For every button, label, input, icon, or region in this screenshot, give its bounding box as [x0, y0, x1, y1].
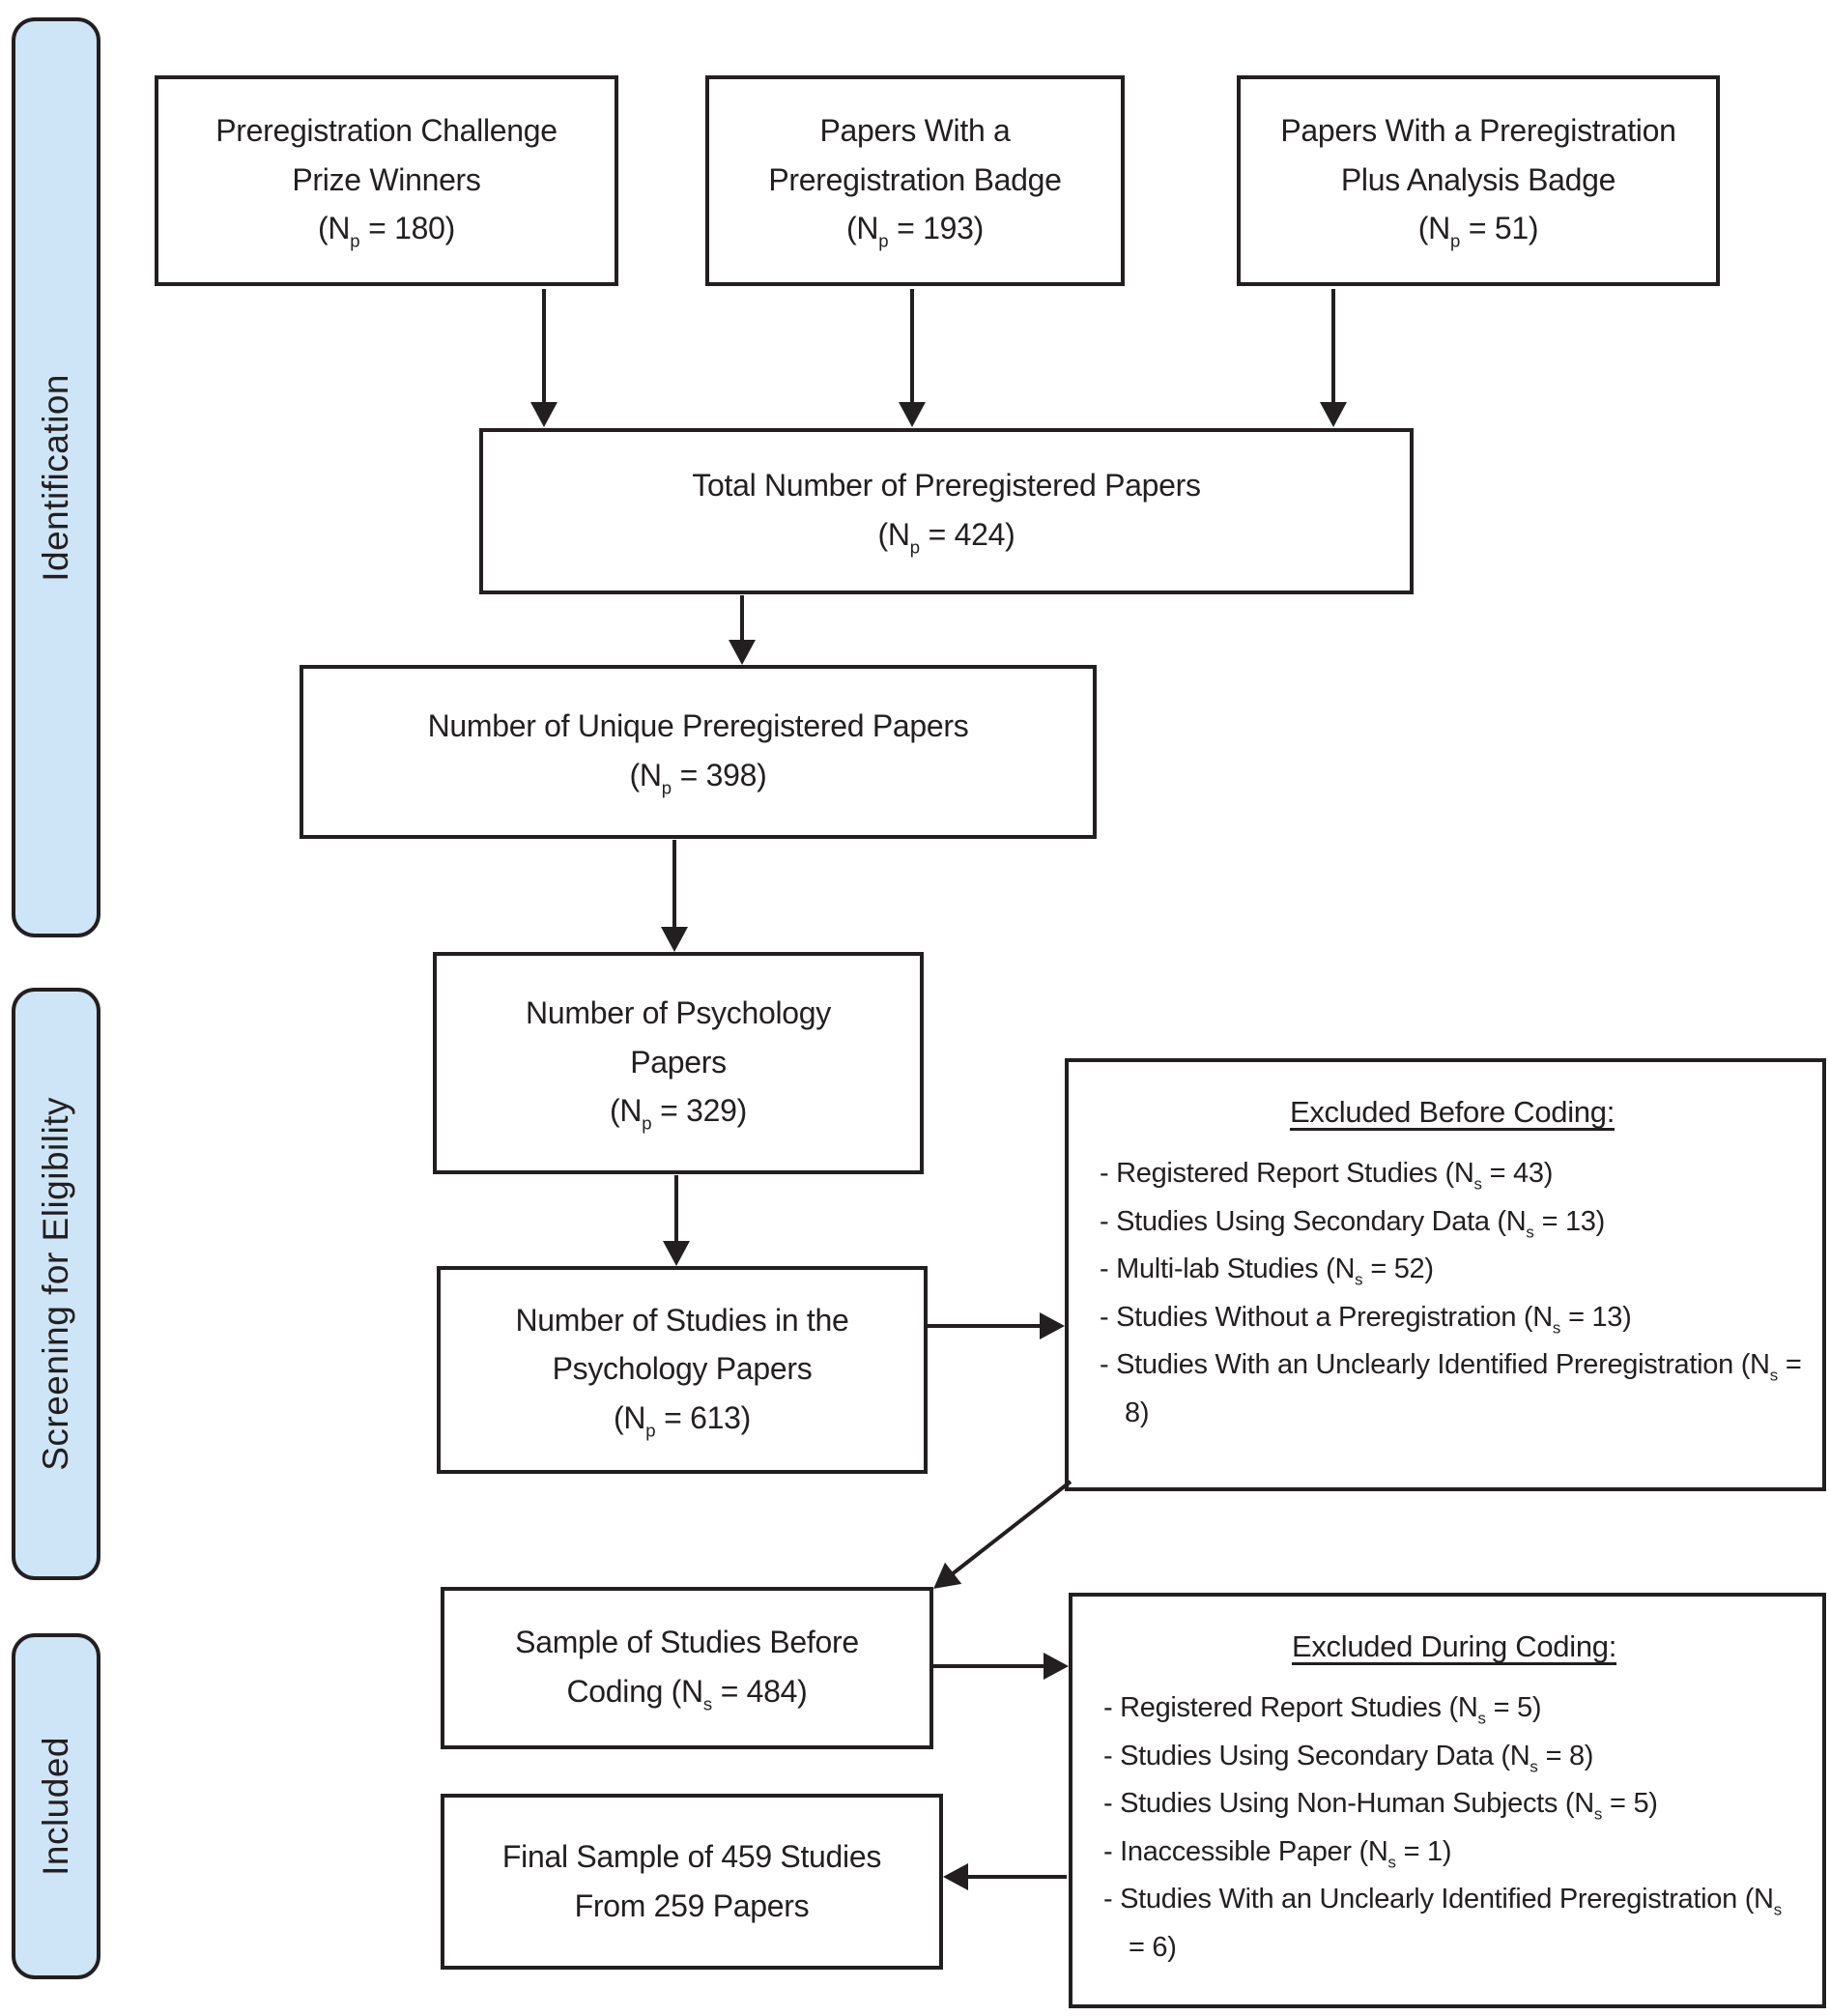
box-prize-winners: Preregistration Challenge Prize Winners …	[155, 75, 618, 286]
box-psychology-papers: Number of Psychology Papers (Np = 329)	[433, 952, 924, 1174]
excluded-item: - Studies Using Secondary Data (Ns = 8)	[1103, 1740, 1594, 1776]
arrow-total-to-unique	[729, 595, 756, 665]
arrow-badge-to-total	[899, 289, 926, 427]
arrow-prize-to-total	[530, 289, 558, 427]
excluded-item: - Studies Without a Preregistration (Ns …	[1100, 1301, 1632, 1338]
excluded-item: - Registered Report Studies (Ns = 43)	[1100, 1158, 1554, 1195]
excluded-item: - Studies With an Unclearly Identified P…	[1103, 1884, 1783, 1963]
arrow-sample-to-excluded-during	[931, 1653, 1069, 1680]
n-line: (Np = 193)	[846, 211, 984, 251]
box-line: Papers	[630, 1044, 727, 1080]
box-total-papers: Total Number of Preregistered Papers (Np…	[479, 428, 1414, 594]
n-line: (Np = 329)	[610, 1093, 747, 1134]
box-line: Sample of Studies Before	[515, 1625, 859, 1660]
excluded-item: - Studies With an Unclearly Identified P…	[1100, 1349, 1802, 1428]
arrow-psychology-to-studies	[663, 1175, 690, 1266]
box-excluded-before: Excluded Before Coding: - Registered Rep…	[1065, 1058, 1826, 1491]
excluded-before-title: Excluded Before Coding:	[1289, 1095, 1616, 1129]
stage-pill-included: Included	[12, 1633, 100, 1979]
box-line: Number of Studies in the	[515, 1302, 849, 1338]
box-line: Papers With a	[819, 113, 1011, 149]
box-line: From 259 Papers	[574, 1888, 810, 1923]
box-excluded-during: Excluded During Coding: - Registered Rep…	[1069, 1593, 1826, 2008]
n-line: (Np = 180)	[318, 211, 455, 251]
box-line: Preregistration Challenge	[215, 113, 558, 149]
arrow-studies-to-excluded-before	[926, 1312, 1065, 1339]
box-line: Preregistration Badge	[768, 161, 1062, 197]
box-final-sample: Final Sample of 459 Studies From 259 Pap…	[441, 1794, 943, 1970]
arrow-unique-to-psychology	[661, 840, 688, 952]
box-sample-before-coding: Sample of Studies Before Coding (Ns = 48…	[441, 1587, 933, 1749]
arrow-excluded-before-to-sample	[925, 1480, 1072, 1599]
box-line: Final Sample of 459 Studies	[501, 1839, 882, 1875]
box-studies-count: Number of Studies in the Psychology Pape…	[437, 1266, 928, 1474]
box-line: Prize Winners	[292, 161, 481, 197]
box-line: Number of Unique Preregistered Papers	[427, 708, 969, 744]
box-line: Papers With a Preregistration	[1280, 113, 1676, 149]
n-line: (Np = 398)	[629, 757, 767, 798]
box-analysis-badge: Papers With a Preregistration Plus Analy…	[1237, 75, 1720, 286]
box-line: Total Number of Preregistered Papers	[692, 468, 1201, 504]
n-line: Coding (Ns = 484)	[566, 1673, 808, 1714]
n-line: (Np = 424)	[877, 516, 1015, 558]
box-line: Plus Analysis Badge	[1340, 161, 1616, 197]
stage-label-identification: Identification	[36, 373, 75, 582]
n-line: (Np = 51)	[1417, 211, 1539, 251]
n-line: (Np = 613)	[614, 1399, 751, 1441]
box-preregistration-badge: Papers With a Preregistration Badge (Np …	[705, 75, 1125, 286]
excluded-item: - Studies Using Secondary Data (Ns = 13)	[1100, 1205, 1605, 1242]
stage-label-screening: Screening for Eligibility	[36, 1097, 75, 1471]
box-line: Psychology Papers	[552, 1351, 813, 1387]
box-line: Number of Psychology	[526, 995, 831, 1031]
excluded-item: - Multi-lab Studies (Ns = 52)	[1100, 1253, 1434, 1289]
arrow-plus-to-total	[1320, 289, 1347, 427]
stage-label-included: Included	[36, 1737, 75, 1876]
excluded-item: - Registered Report Studies (Ns = 5)	[1103, 1692, 1542, 1729]
stage-pill-identification: Identification	[12, 17, 100, 937]
stage-pill-screening: Screening for Eligibility	[12, 988, 100, 1580]
excluded-during-title: Excluded During Coding:	[1291, 1629, 1617, 1663]
box-unique-papers: Number of Unique Preregistered Papers (N…	[300, 665, 1097, 839]
excluded-item: - Inaccessible Paper (Ns = 1)	[1103, 1835, 1452, 1872]
arrow-excluded-during-to-final	[943, 1863, 1067, 1890]
excluded-item: - Studies Using Non-Human Subjects (Ns =…	[1103, 1788, 1658, 1824]
